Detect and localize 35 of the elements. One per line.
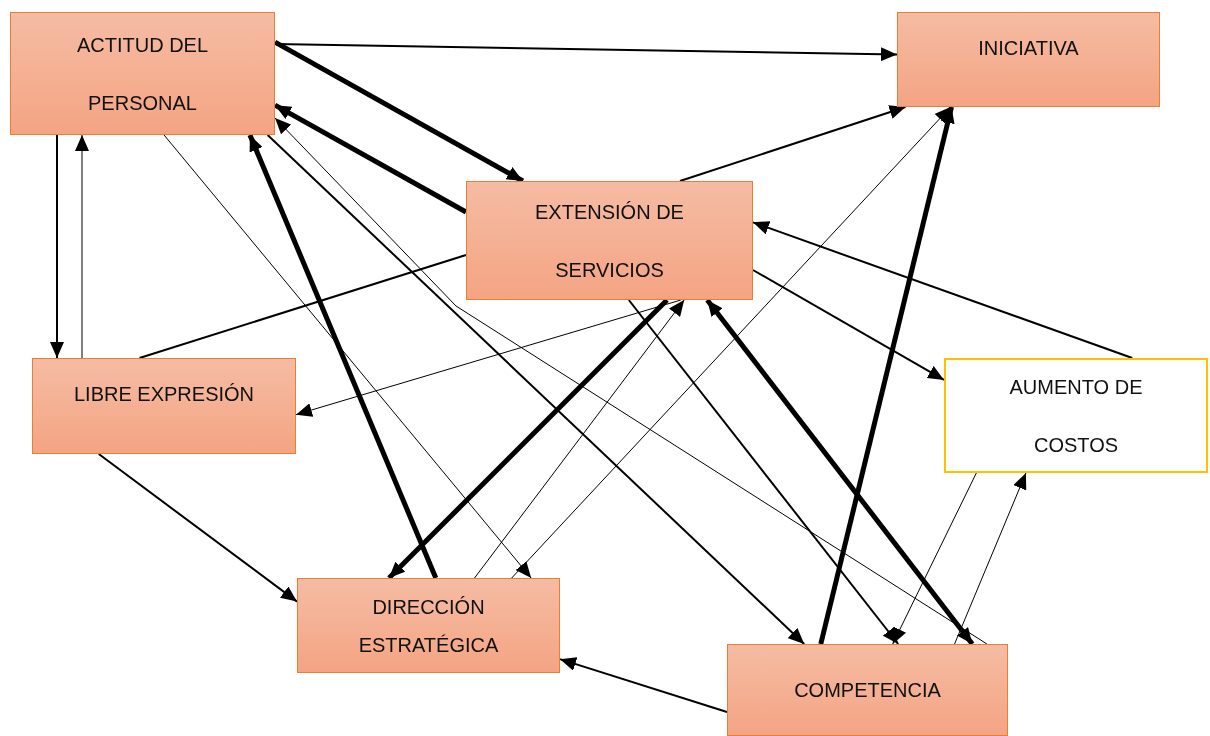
arrow xyxy=(75,134,89,359)
node-label: INICIATIVA xyxy=(978,36,1079,61)
node-label: COMPETENCIA xyxy=(794,678,941,703)
node-label: DIRECCIÓN ESTRATÉGICA xyxy=(357,594,500,658)
arrow xyxy=(752,269,945,381)
process-box xyxy=(944,358,1208,473)
arrow xyxy=(97,453,298,603)
arrow xyxy=(679,105,907,182)
arrow xyxy=(705,298,975,646)
arrow xyxy=(474,299,685,579)
arrow xyxy=(387,298,669,580)
arrow xyxy=(892,472,977,645)
arrow xyxy=(50,134,64,359)
arrow xyxy=(163,134,532,579)
process-box xyxy=(727,644,1008,736)
process-box xyxy=(32,358,296,454)
arrow xyxy=(818,106,955,645)
node-label: AUMENTO DE COSTOS xyxy=(1008,374,1144,458)
arrow xyxy=(752,221,1134,359)
arrow xyxy=(511,106,952,579)
node-label: LIBRE EXPRESIÓN xyxy=(73,382,255,407)
arrow xyxy=(559,657,728,713)
arrow xyxy=(627,299,900,645)
arrow xyxy=(266,134,806,645)
node-label: ACTITUD DEL PERSONAL xyxy=(75,32,210,116)
process-box xyxy=(466,181,753,300)
arrow xyxy=(295,299,682,417)
arrow xyxy=(273,102,468,215)
process-box xyxy=(10,12,275,135)
arrow xyxy=(247,134,439,579)
process-box xyxy=(297,578,560,673)
arrow xyxy=(954,472,1027,645)
process-box xyxy=(897,12,1160,107)
arrow xyxy=(274,117,988,645)
node-label: EXTENSIÓN DE SERVICIOS xyxy=(534,199,685,283)
